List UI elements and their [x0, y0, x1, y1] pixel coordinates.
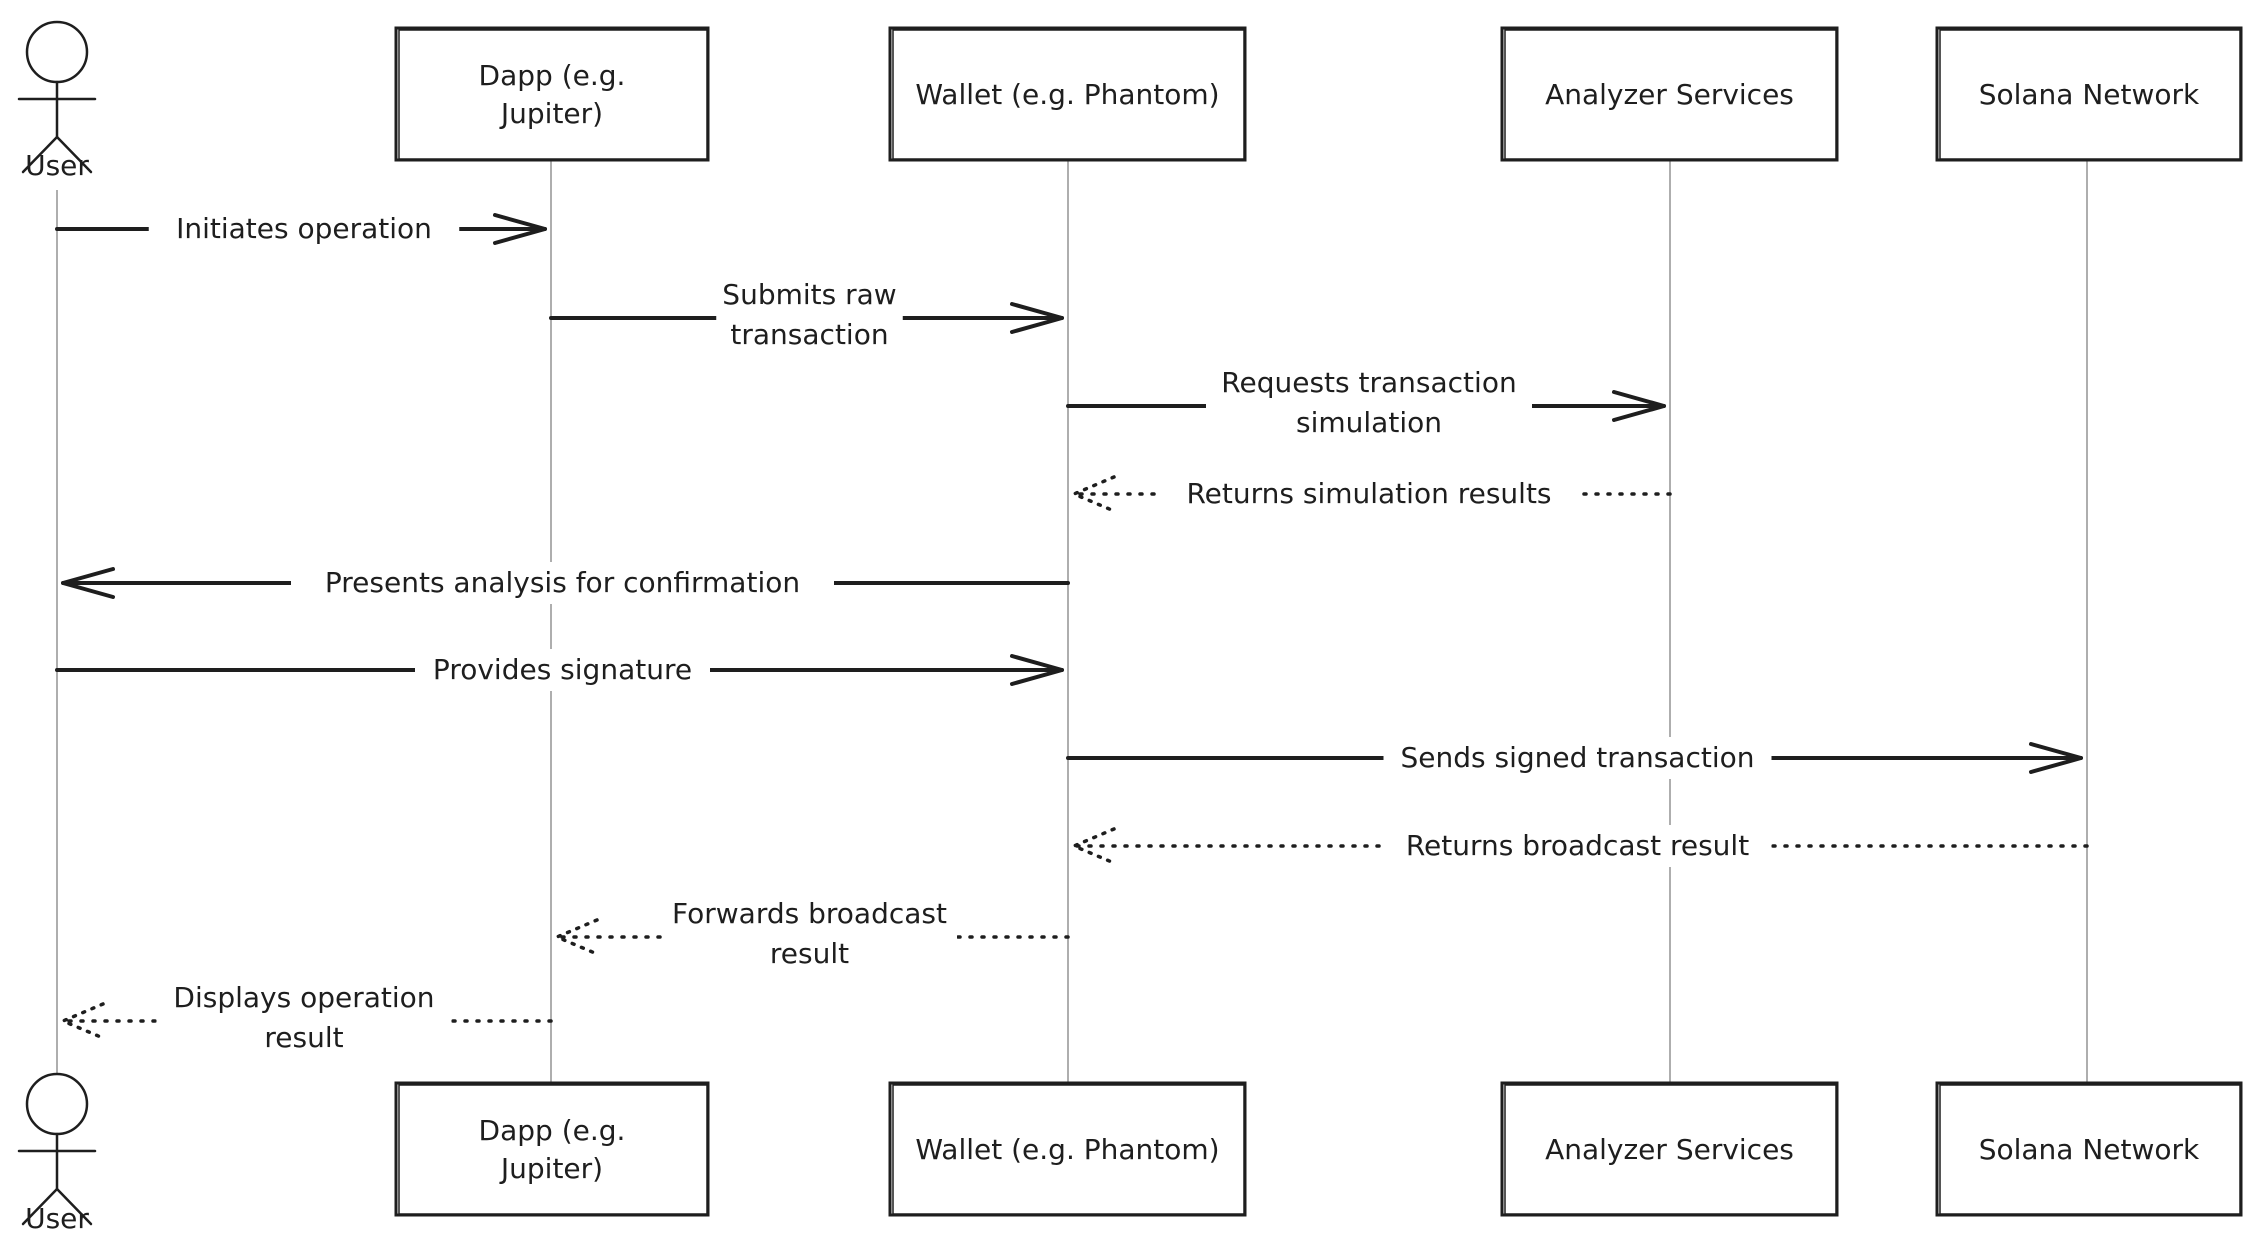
participant-box-sketch — [1504, 1084, 1837, 1215]
message-label: transaction — [730, 318, 888, 351]
message-label: Provides signature — [433, 653, 692, 686]
participant-dapp-bottom: Dapp (e.g. Jupiter) — [394, 1081, 710, 1217]
arrowhead-icon — [1010, 302, 1064, 334]
message-label: Displays operation — [173, 981, 434, 1014]
message-9: Forwards broadcast result — [552, 893, 1070, 975]
participant-label: Jupiter) — [499, 1152, 603, 1185]
participant-label: Dapp (e.g. — [479, 59, 626, 92]
participant-box-sketch — [892, 1084, 1245, 1215]
participant-label: Solana Network — [1979, 78, 2200, 111]
actor-head-icon — [25, 1072, 89, 1136]
arrowhead-icon — [61, 567, 115, 599]
message-label: simulation — [1296, 406, 1442, 439]
participant-solana-bottom: Solana Network — [1935, 1081, 2243, 1217]
participant-analyzer-top: Analyzer Services — [1500, 26, 1839, 162]
participant-label: Solana Network — [1979, 1133, 2200, 1166]
message-label-bg — [148, 208, 460, 250]
message-label-bg — [1159, 473, 1579, 515]
participant-label: Wallet (e.g. Phantom) — [915, 78, 1219, 111]
participant-label: Wallet (e.g. Phantom) — [915, 1133, 1219, 1166]
message-label-bg — [1383, 825, 1772, 867]
actor-label: User — [25, 149, 89, 182]
participant-box-sketch — [1504, 29, 1837, 160]
participant-box — [888, 1081, 1247, 1217]
participant-label: Jupiter) — [499, 97, 603, 130]
participant-label: Analyzer Services — [1545, 1133, 1794, 1166]
message-label: Submits raw — [722, 278, 896, 311]
participant-box — [1935, 1081, 2243, 1217]
message-label: Returns broadcast result — [1406, 829, 1749, 862]
participant-wallet-bottom: Wallet (e.g. Phantom) — [888, 1081, 1247, 1217]
message-label-bg — [1206, 362, 1532, 444]
message-10: Displays operation result — [58, 977, 553, 1059]
participant-analyzer-bottom: Analyzer Services — [1500, 1081, 1839, 1217]
participant-box-sketch — [1939, 29, 2241, 160]
message-label-bg — [415, 649, 710, 691]
participant-dapp-top: Dapp (e.g. Jupiter) — [394, 26, 710, 162]
participant-box-sketch — [1939, 1084, 2241, 1215]
arrowhead-icon — [2029, 742, 2083, 774]
participant-solana-top: Solana Network — [1935, 26, 2243, 162]
message-label-bg — [716, 274, 903, 356]
participant-box-sketch — [398, 29, 708, 160]
participant-label: Analyzer Services — [1545, 78, 1794, 111]
participant-box — [1935, 26, 2243, 162]
arrowhead-icon — [493, 213, 547, 245]
message-label-bg — [1383, 737, 1772, 779]
message-1: Initiates operation — [55, 208, 547, 250]
actor-head-icon — [25, 20, 89, 84]
actor-leg-left — [21, 135, 59, 174]
message-label: Forwards broadcast — [672, 897, 947, 930]
arrowhead-icon — [58, 1002, 105, 1040]
actor-leg-right — [55, 1187, 93, 1226]
message-4: Returns simulation results — [1069, 473, 1672, 515]
arrowhead-icon — [1069, 827, 1116, 865]
actor-leg-right — [55, 135, 93, 174]
actor-leg-left — [21, 1187, 59, 1226]
actor-label: User — [25, 1202, 89, 1235]
arrowhead-icon — [552, 918, 599, 956]
message-label: result — [770, 937, 849, 970]
message-5: Presents analysis for confirmation — [61, 562, 1070, 604]
participant-box-sketch — [892, 29, 1245, 160]
participant-box — [394, 26, 710, 162]
actor-user-bottom: User — [17, 1072, 97, 1235]
message-label: Initiates operation — [176, 212, 432, 245]
arrowhead-icon — [1010, 654, 1064, 686]
message-3: Requests transaction simulation — [1066, 362, 1666, 444]
message-label-bg — [662, 893, 957, 975]
message-label-bg — [291, 562, 834, 604]
participant-box — [888, 26, 1247, 162]
participant-box — [1500, 1081, 1839, 1217]
message-label: Requests transaction — [1221, 366, 1516, 399]
participant-wallet-top: Wallet (e.g. Phantom) — [888, 26, 1247, 162]
message-label: Presents analysis for confirmation — [325, 566, 800, 599]
actor-user-top: User — [17, 20, 97, 182]
message-label: Sends signed transaction — [1401, 741, 1755, 774]
message-8: Returns broadcast result — [1069, 825, 2089, 867]
message-6: Provides signature — [55, 649, 1064, 691]
arrowhead-icon — [1069, 475, 1116, 513]
message-7: Sends signed transaction — [1066, 737, 2083, 779]
message-label-bg — [156, 977, 452, 1059]
participant-box-sketch — [398, 1084, 708, 1215]
participant-box — [1500, 26, 1839, 162]
message-label: Returns simulation results — [1186, 477, 1551, 510]
message-2: Submits raw transaction — [549, 274, 1064, 356]
message-label: result — [264, 1021, 343, 1054]
arrowhead-icon — [1612, 390, 1666, 422]
participant-label: Dapp (e.g. — [479, 1114, 626, 1147]
participant-box — [394, 1081, 710, 1217]
